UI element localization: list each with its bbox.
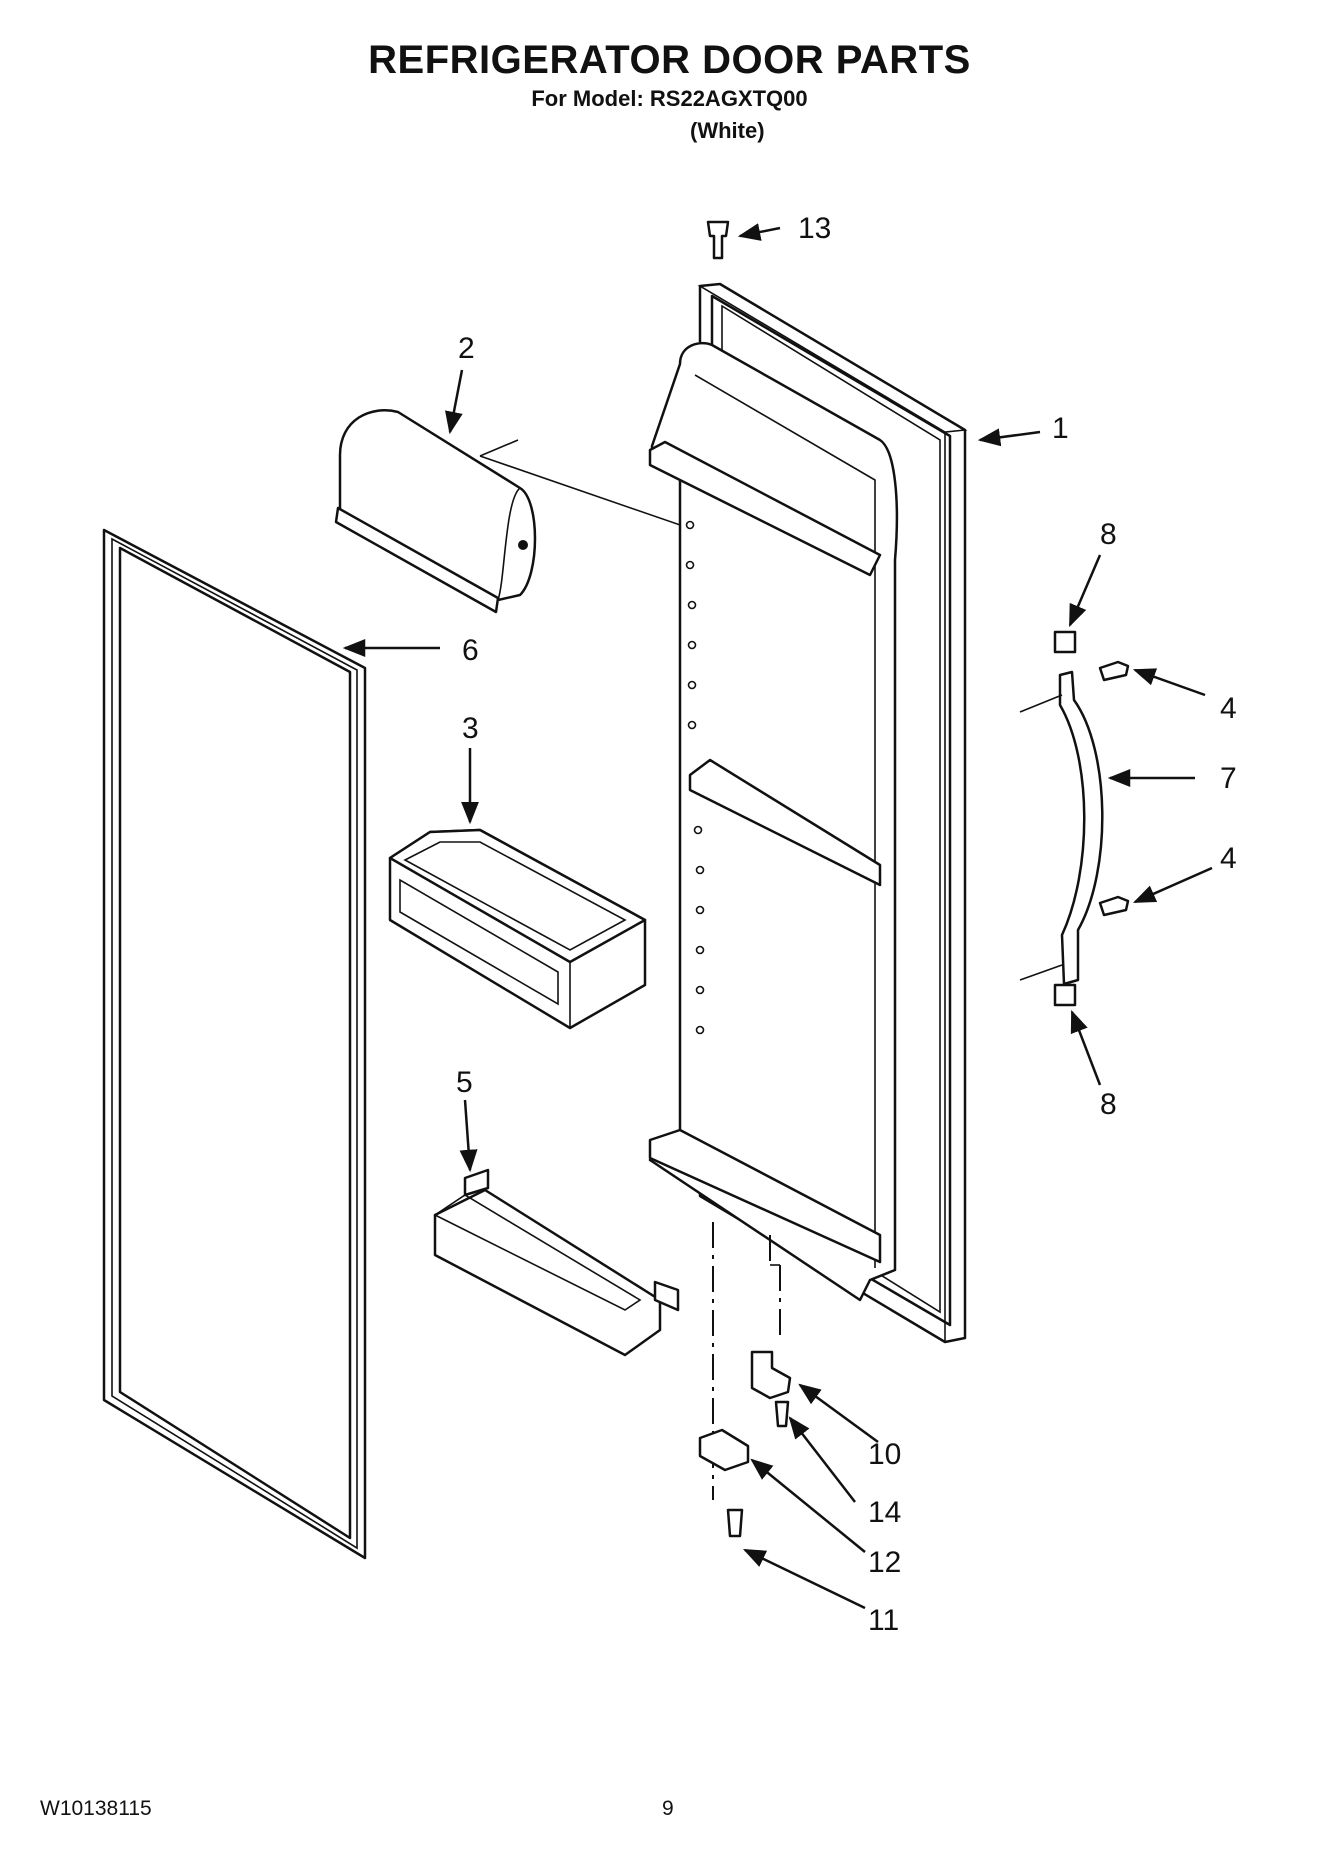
callout-4-bottom: 4 xyxy=(1220,842,1237,875)
callout-14: 14 xyxy=(868,1496,901,1529)
callout-2: 2 xyxy=(458,332,475,365)
callout-5: 5 xyxy=(456,1066,473,1099)
end-cap-part-8 xyxy=(1053,630,1077,1007)
callout-12: 12 xyxy=(868,1546,901,1579)
lower-hinge-hardware xyxy=(698,1222,792,1538)
handle-part-7 xyxy=(1019,670,1104,986)
callout-13: 13 xyxy=(798,212,831,245)
model-variant: (White) xyxy=(690,118,765,143)
callout-labels: 13 2 1 8 6 4 3 7 4 5 8 10 14 12 11 xyxy=(456,212,1237,1637)
screw-part-4 xyxy=(1098,660,1130,917)
callout-11: 11 xyxy=(868,1604,899,1637)
callout-8-top: 8 xyxy=(1100,518,1117,551)
callout-1: 1 xyxy=(1052,412,1069,445)
model-line: For Model: RS22AGXTQ00 xyxy=(531,86,808,111)
callout-6: 6 xyxy=(462,634,479,667)
callout-4-top: 4 xyxy=(1220,692,1237,725)
callout-8-bottom: 8 xyxy=(1100,1088,1117,1121)
page-title: REFRIGERATOR DOOR PARTS xyxy=(368,38,971,82)
page-number: 9 xyxy=(662,1797,674,1820)
shelf-rail-part-5 xyxy=(433,1168,680,1357)
document-id: W10138115 xyxy=(40,1797,152,1820)
callout-3: 3 xyxy=(462,712,479,745)
door-bin-part-3 xyxy=(388,828,647,1030)
callout-10: 10 xyxy=(868,1438,901,1471)
hinge-plug-part-13 xyxy=(706,220,730,260)
door-assembly-part-1 xyxy=(648,282,968,1344)
callout-leader-lines xyxy=(342,223,1213,1610)
door-gasket-part-6 xyxy=(102,528,367,1560)
callout-7: 7 xyxy=(1220,762,1237,795)
